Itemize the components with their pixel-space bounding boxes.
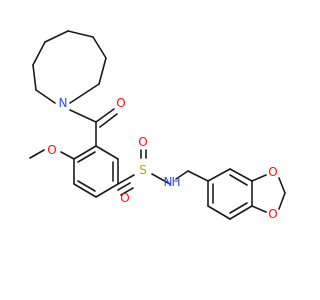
bond-bdx-1 [207, 168, 231, 182]
bond-benzene-6 [73, 145, 97, 160]
bond-benzene-4b [77, 180, 96, 192]
atom-n-amide: N [164, 175, 173, 189]
bond-s-n [151, 173, 171, 185]
bond-n-ch2 [175, 170, 189, 180]
bond-dioxole-2 [251, 205, 267, 213]
bond-bdx-4b [229, 202, 248, 214]
bond-ch2-ring [187, 170, 209, 182]
bond-carbonyl-double-a [95, 108, 115, 123]
atom-n-azepane: N [59, 96, 68, 110]
atom-o-sulfonyl-bottom: O [120, 191, 129, 205]
bond-dioxole-1 [251, 174, 267, 182]
bond-s-o2 [117, 182, 131, 191]
bond-carbonyl-double-b [99, 113, 118, 128]
bond-benzene-3 [95, 183, 119, 198]
bond-s-o2b [120, 187, 134, 196]
atom-o-methoxy: O [47, 143, 56, 157]
atom-o-carbonyl: O [116, 96, 125, 110]
bond-benzene-6b [77, 151, 96, 163]
atom-s-sulfonyl: S [139, 163, 147, 177]
atom-o-dioxole-top: O [268, 165, 277, 179]
bond-azepane-6 [98, 57, 107, 85]
bond-bdx-2b [229, 174, 248, 186]
bond-bdx-4 [229, 205, 253, 220]
atom-h-amide: H [171, 175, 180, 189]
canvas-background [0, 0, 300, 300]
bond-azepane-4 [67, 30, 94, 38]
atom-o-dioxole-bottom: O [268, 207, 277, 221]
bond-ring-omethoxy [60, 151, 75, 160]
bond-azepane-5 [92, 36, 107, 59]
molecule-structure: N O O S O O N H O O [0, 0, 300, 300]
bond-dioxole-4 [278, 192, 286, 210]
bond-azepane-8 [69, 83, 100, 104]
bond-azepane-2 [32, 41, 46, 66]
atom-labels: N O O S O O N H O O [47, 96, 277, 221]
bond-bdx-2 [229, 168, 253, 182]
bond-azepane-7 [35, 89, 56, 104]
bond-omethoxy-ch3 [29, 149, 45, 159]
bond-azepane-3 [44, 30, 69, 43]
bond-azepane-1 [32, 64, 37, 91]
bonds [29, 30, 286, 220]
bond-dioxole-3 [278, 177, 286, 194]
bond-bdx-5 [207, 205, 231, 220]
bond-n-carbonyl [69, 109, 97, 123]
bond-benzene-1 [95, 145, 119, 160]
atom-o-sulfonyl-top: O [138, 135, 147, 149]
bond-ring-s [117, 174, 135, 185]
bond-benzene-4 [73, 183, 97, 198]
